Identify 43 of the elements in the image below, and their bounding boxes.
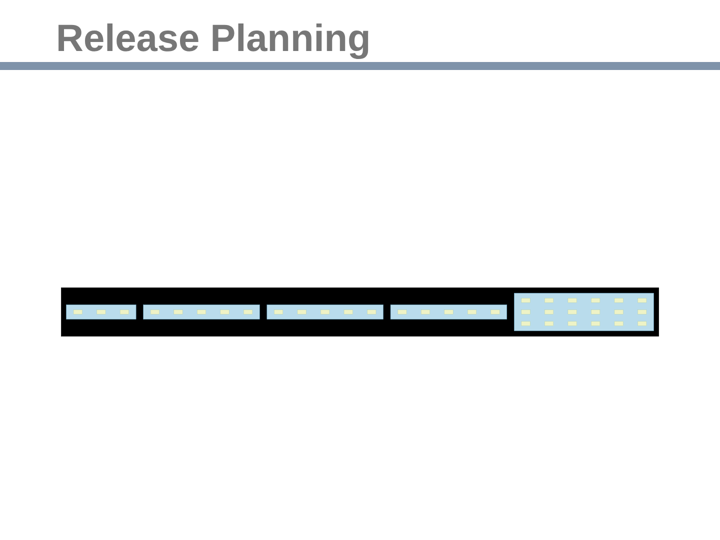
cluster xyxy=(61,288,659,336)
node-box xyxy=(244,310,252,314)
node-box xyxy=(398,310,407,314)
cluster xyxy=(514,292,654,332)
node-box xyxy=(568,310,577,314)
node-box xyxy=(521,298,530,303)
node-box xyxy=(444,310,454,314)
node-box xyxy=(544,298,554,303)
cluster xyxy=(143,304,260,320)
node-box xyxy=(490,310,500,314)
node-box xyxy=(521,321,530,326)
node-box xyxy=(638,321,647,326)
node-box xyxy=(174,310,183,314)
slide-title: Release Planning xyxy=(56,18,371,61)
node-box xyxy=(120,310,129,314)
node-box xyxy=(591,298,600,303)
node-box xyxy=(568,321,577,326)
node-box xyxy=(614,321,624,326)
cluster xyxy=(390,304,508,320)
node-box xyxy=(468,310,476,314)
cluster xyxy=(66,304,136,320)
node-box xyxy=(544,310,554,314)
node-box xyxy=(421,310,430,314)
node-box xyxy=(614,298,624,303)
node-box xyxy=(544,321,554,326)
node-box xyxy=(344,310,353,314)
node-box xyxy=(638,298,647,303)
node-box xyxy=(638,310,647,314)
node-box xyxy=(614,310,624,314)
node-box xyxy=(591,310,600,314)
node-box xyxy=(367,310,376,314)
node-box xyxy=(73,310,82,314)
cluster xyxy=(266,304,384,320)
node-box xyxy=(591,321,600,326)
node-box xyxy=(150,310,160,314)
node-box xyxy=(274,310,283,314)
node-box xyxy=(220,310,230,314)
node-box xyxy=(568,298,577,303)
node-box xyxy=(197,310,206,314)
node-box xyxy=(320,310,330,314)
node-box xyxy=(96,310,106,314)
node-box xyxy=(297,310,306,314)
node-box xyxy=(521,310,530,314)
